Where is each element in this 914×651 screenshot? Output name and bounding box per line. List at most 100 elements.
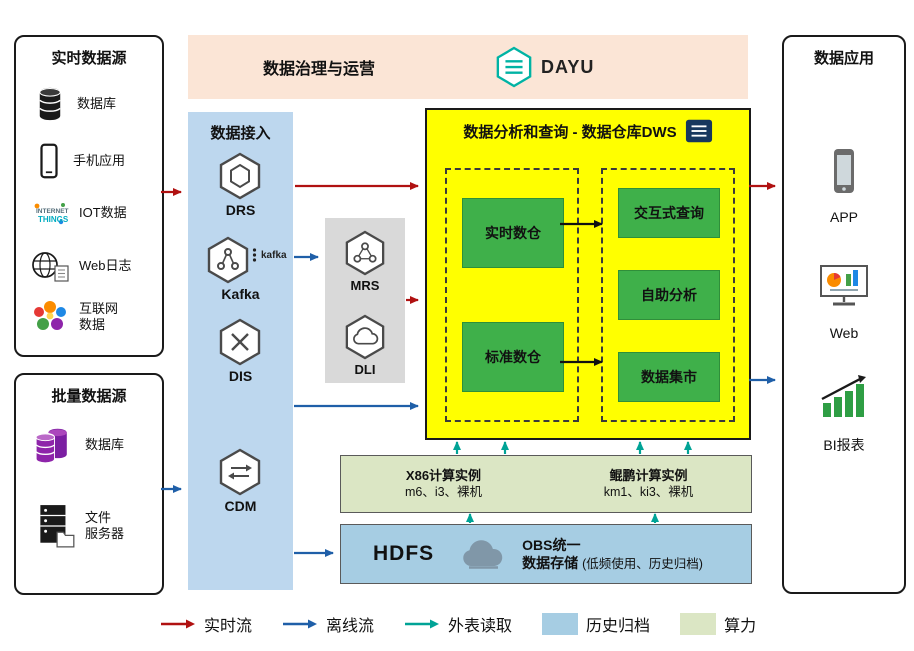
legend-label: 算力	[724, 618, 757, 635]
cdm-hexagon-icon	[219, 448, 261, 496]
dli-service	[344, 314, 386, 365]
database-icon	[39, 87, 61, 121]
legend-label: 历史归档	[586, 618, 651, 635]
mrs-hexagon-icon	[345, 230, 385, 276]
realtime-sources-box: 实时数据源 数据库 手机应用 INTERNET THIN	[14, 35, 164, 357]
standard-warehouse-box: 标准数仓	[462, 322, 564, 392]
applications-box: 数据应用 APP Web	[782, 35, 906, 594]
bi-label: BI报表	[823, 437, 865, 453]
source-item-internet: 互联网 数据	[30, 299, 118, 335]
applications-title: 数据应用	[813, 50, 874, 67]
kafka-logo: kafka	[250, 248, 287, 262]
dli-label: DLI	[354, 362, 376, 377]
kafka-logo-icon	[252, 248, 257, 262]
source-label: IOT数据	[79, 204, 127, 220]
drs-hexagon-icon	[219, 152, 261, 200]
legend-realtime-flow: 实时流	[160, 612, 252, 636]
governance-title: 数据治理与运营	[263, 61, 376, 78]
purple-database-icon	[35, 428, 67, 464]
legend-label: 实时流	[204, 618, 253, 635]
obs-line1: OBS统一	[522, 536, 581, 553]
file-server-icon	[40, 505, 75, 548]
source-item-file-server: 文件 服务器	[34, 503, 124, 549]
cdm-label: CDM	[224, 498, 257, 514]
green-swatch	[680, 613, 717, 635]
legend-external-read: 外表读取	[404, 612, 512, 636]
obs-line2-row: 数据存储 (低频使用、历史归档)	[522, 554, 703, 572]
phone-icon	[40, 143, 58, 179]
realtime-sources-title: 实时数据源	[51, 50, 127, 67]
self-service-analysis-box: 自助分析	[618, 270, 720, 320]
cdm-service	[218, 448, 262, 501]
legend-label: 外表读取	[448, 618, 513, 635]
source-label: 数据库	[77, 95, 117, 111]
source-item-iot: INTERNET THINGS IOT数据	[30, 197, 127, 229]
dws-box: 数据分析和查询 - 数据仓库DWS 实时数仓 标准数仓 交互式查询 自助分析 数…	[425, 108, 751, 440]
legend-compute-power: 算力	[680, 612, 756, 636]
x86-title: X86计算实例	[405, 467, 482, 483]
blue-arrow-icon	[283, 619, 318, 629]
web-label: Web	[829, 325, 859, 341]
dis-service	[218, 318, 262, 371]
web-item	[784, 263, 904, 309]
legend: 实时流 离线流 外表读取 历史归档 算力	[160, 612, 756, 636]
legend-history-archive: 历史归档	[542, 612, 650, 636]
data-ingestion-column: 数据接入 DRS kafka	[188, 112, 293, 590]
dayu-logo: DAYU	[495, 46, 594, 88]
governance-banner: 数据治理与运营 DAYU	[188, 35, 748, 99]
app-phone-icon	[834, 149, 854, 193]
source-item-mobile: 手机应用	[34, 142, 125, 180]
kunpeng-title: 鲲鹏计算实例	[609, 467, 688, 483]
data-ingestion-title: 数据接入	[210, 125, 271, 142]
kafka-service	[206, 236, 250, 289]
source-label: Web日志	[79, 257, 132, 273]
mrs-service	[344, 230, 386, 281]
teal-arrow-icon	[405, 619, 440, 629]
bi-item	[784, 373, 904, 421]
dayu-text: DAYU	[541, 56, 595, 77]
kafka-logo-text: kafka	[261, 249, 287, 261]
obs-text: OBS统一 数据存储 (低频使用、历史归档)	[522, 536, 703, 572]
app-label: APP	[829, 209, 858, 225]
dws-title: 数据分析和查询 - 数据仓库DWS	[463, 123, 677, 141]
obs-line2: 数据存储	[522, 554, 579, 571]
kafka-hexagon-icon	[207, 236, 249, 284]
x86-spec: m6、i3、裸机	[404, 485, 483, 500]
kunpeng-spec: km1、ki3、裸机	[603, 485, 694, 500]
obs-note: (低频使用、历史归档)	[582, 556, 703, 571]
source-label: 手机应用	[73, 152, 126, 168]
realtime-warehouse-box: 实时数仓	[462, 198, 564, 268]
source-label: 互联网 数据	[79, 300, 119, 332]
app-item	[784, 147, 904, 197]
source-item-database: 数据库	[32, 85, 116, 123]
iot-icon: INTERNET THINGS	[34, 203, 69, 225]
source-item-batch-database: 数据库	[30, 423, 124, 467]
mrs-label: MRS	[350, 278, 380, 293]
red-arrow-icon	[161, 619, 195, 629]
dis-hexagon-icon	[219, 318, 261, 366]
batch-sources-box: 批量数据源 数据库 文件 服务器	[14, 373, 164, 595]
kunpeng-compute: 鲲鹏计算实例 km1、ki3、裸机	[546, 456, 751, 512]
legend-label: 离线流	[326, 618, 375, 635]
report-document-icon	[685, 119, 712, 143]
source-label: 数据库	[85, 436, 125, 452]
dli-hexagon-icon	[345, 314, 385, 360]
obs-cloud-icon	[463, 540, 503, 569]
hdfs-label: HDFS	[373, 542, 435, 565]
data-mart-box: 数据集市	[618, 352, 720, 402]
batch-sources-title: 批量数据源	[51, 388, 127, 405]
internet-data-icon	[34, 301, 66, 330]
dws-title-row: 数据分析和查询 - 数据仓库DWS	[427, 118, 749, 144]
kafka-label: Kafka	[221, 286, 260, 302]
drs-label: DRS	[225, 202, 256, 218]
compute-instances-box: X86计算实例 m6、i3、裸机 鲲鹏计算实例 km1、ki3、裸机	[340, 455, 752, 513]
web-monitor-icon	[820, 265, 868, 306]
interactive-query-box: 交互式查询	[618, 188, 720, 238]
source-label: 文件 服务器	[85, 509, 125, 541]
dayu-hexagon-icon	[496, 46, 532, 88]
bi-report-icon	[821, 375, 866, 417]
drs-service	[218, 152, 262, 205]
dis-label: DIS	[228, 368, 253, 384]
svg-text:THINGS: THINGS	[38, 215, 69, 224]
